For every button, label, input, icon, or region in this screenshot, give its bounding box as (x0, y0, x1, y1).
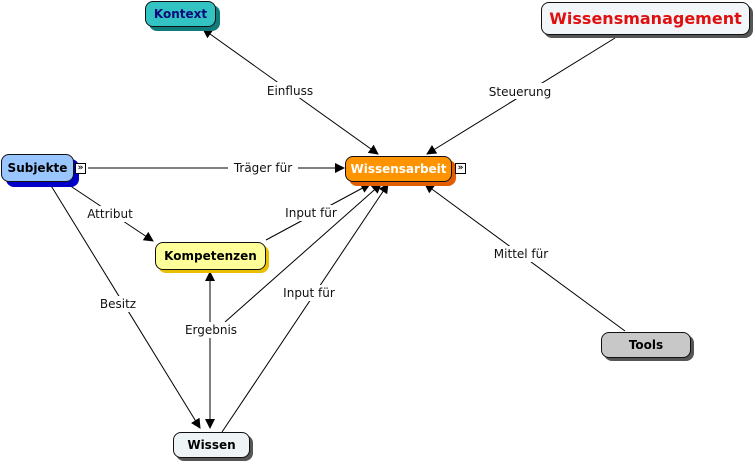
link-ergebnis-wissensarbeit-line (224, 183, 382, 323)
link-label-einfluss: Einfluss (267, 84, 313, 98)
expand-subjekte-icon[interactable]: » (75, 163, 86, 174)
link-label-input-wissen: Input für (283, 286, 335, 300)
node-tools[interactable]: Tools (601, 332, 691, 358)
node-wissensmanagement[interactable]: Wissensmanagement (541, 2, 750, 35)
node-subjekte[interactable]: Subjekte (1, 154, 74, 182)
node-wissen[interactable]: Wissen (173, 432, 250, 458)
link-label-ergebnis: Ergebnis (185, 323, 237, 337)
link-label-mittel: Mittel für (494, 247, 548, 261)
node-kontext[interactable]: Kontext (145, 1, 216, 27)
link-label-attribut: Attribut (87, 207, 133, 221)
node-wissensarbeit[interactable]: Wissensarbeit (345, 156, 452, 182)
link-label-input-kompetenzen: Input für (285, 206, 337, 220)
link-label-besitz: Besitz (100, 297, 136, 311)
link-label-traeger: Träger für (233, 161, 292, 175)
link-input-wissen-line (221, 183, 389, 433)
link-label-steuerung: Steuerung (489, 85, 551, 99)
expand-wissensarbeit-icon[interactable]: » (455, 163, 466, 174)
node-kompetenzen[interactable]: Kompetenzen (155, 242, 266, 270)
